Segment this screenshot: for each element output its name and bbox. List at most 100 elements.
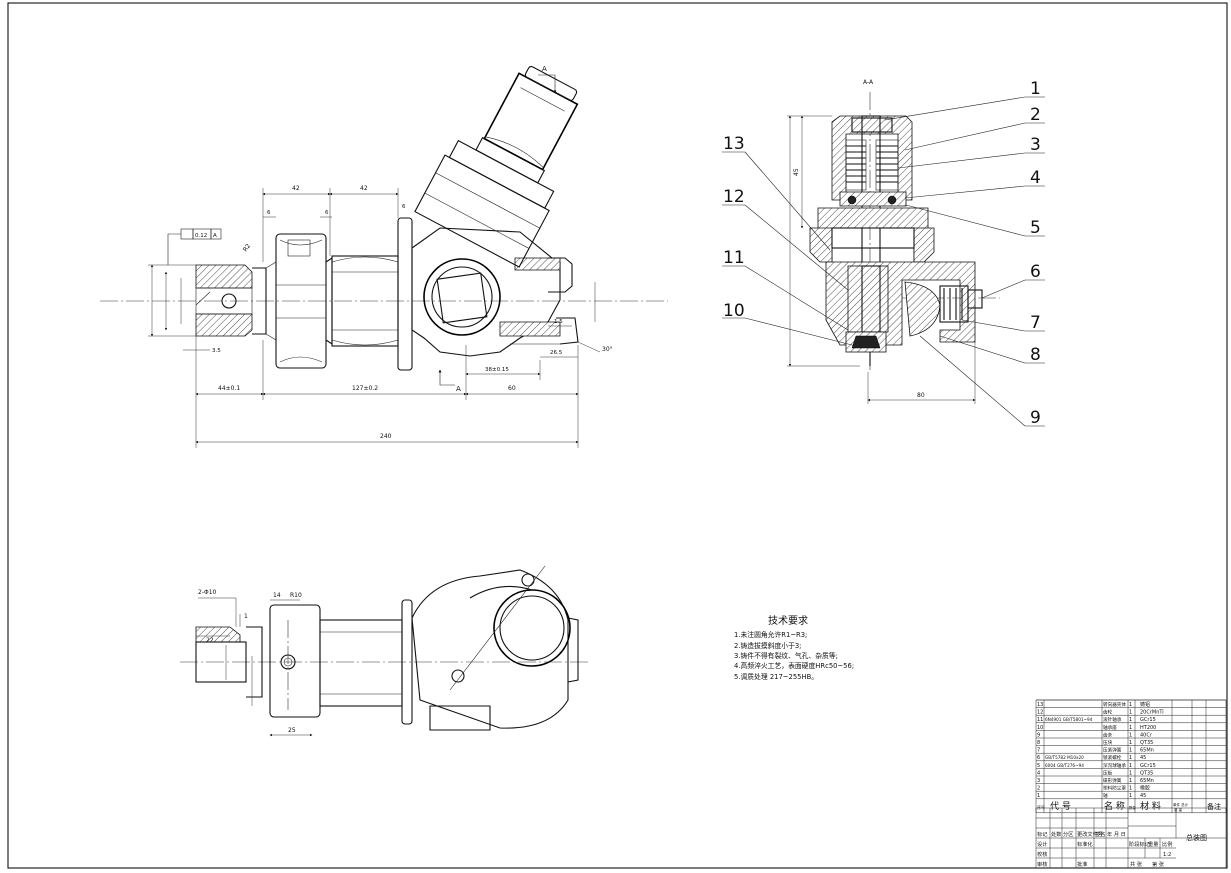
svg-text:阶段标记: 阶段标记 [1129, 840, 1150, 848]
svg-text:设计: 设计 [1037, 840, 1047, 848]
svg-text:6: 6 [1030, 262, 1041, 282]
svg-text:5.调质处理 217~255HB。: 5.调质处理 217~255HB。 [734, 672, 818, 681]
svg-text:审核: 审核 [1037, 860, 1047, 868]
svg-text:5: 5 [1030, 218, 1041, 238]
bom-header-qty: 数量 [1129, 805, 1136, 810]
svg-text:38±0.15: 38±0.15 [485, 367, 509, 373]
bom-row-code: 6004 GB/T276~94 [1045, 763, 1084, 768]
svg-text:7: 7 [1030, 313, 1041, 333]
bom-row-no: 13 [1037, 702, 1043, 708]
bom-row-material: 橡胶 [1140, 785, 1150, 792]
top-dim-r10: R10 [290, 592, 302, 599]
bom-row-qty: 1 [1129, 702, 1132, 708]
bom-row-code: GB/T5782 M10x20 [1045, 755, 1084, 760]
top-dim-22: 22 [206, 637, 214, 644]
bom-row-no: 1 [1037, 793, 1040, 799]
bom-row-name: 转向器壳体 [1103, 701, 1126, 708]
bom-header-remark: 备注 [1207, 802, 1221, 811]
bom-header-weight: 单件 总计 [1173, 802, 1189, 807]
bom-row-name: 滚针轴承 [1103, 716, 1122, 723]
svg-text:批准: 批准 [1077, 860, 1087, 868]
bom-row-material: 40Cr [1140, 732, 1153, 738]
svg-text:1.5: 1.5 [554, 319, 563, 325]
front-dims-left: 3.5 [148, 264, 221, 354]
svg-text:A: A [213, 233, 217, 239]
bom-row-material: 20CrMnTi [1140, 710, 1164, 716]
adjuster-spring [943, 288, 963, 320]
section-dim-45: 45 [793, 168, 800, 176]
svg-text:6: 6 [325, 210, 329, 216]
bom-row-qty: 1 [1129, 778, 1132, 784]
bom-row-name: 锁紧螺栓 [1103, 754, 1122, 761]
svg-text:4: 4 [1030, 168, 1041, 188]
bom-row-no: 9 [1037, 732, 1040, 738]
bom-row-no: 2 [1037, 786, 1040, 792]
svg-text:分区: 分区 [1063, 830, 1073, 838]
bom-row-no: 5 [1037, 763, 1040, 769]
sheet-border [7, 2, 1228, 869]
top-dim-1: 1 [244, 613, 248, 620]
bom-row-material: 45 [1140, 755, 1146, 761]
svg-text:127±0.2: 127±0.2 [352, 385, 378, 392]
svg-text:2.铸造拔摸斜度小于3;: 2.铸造拔摸斜度小于3; [734, 641, 801, 650]
bom-row-no: 3 [1037, 778, 1040, 784]
svg-text:年 月 日: 年 月 日 [1107, 830, 1126, 838]
bom-row-qty: 1 [1129, 710, 1132, 716]
section-dim-80: 80 [917, 392, 925, 399]
svg-text:3: 3 [1030, 135, 1041, 155]
svg-text:0.12: 0.12 [195, 233, 207, 239]
section-label-bottom: A [456, 385, 461, 393]
svg-text:6: 6 [267, 210, 271, 216]
svg-text:11: 11 [723, 248, 745, 268]
bom-header-name: 名 称 [1104, 800, 1125, 812]
svg-text:4.高频淬火工艺，表面硬度HRc50~56;: 4.高频淬火工艺，表面硬度HRc50~56; [734, 661, 854, 670]
bom-row-name: 碟形弹簧 [1103, 777, 1122, 784]
section-label-top: A [542, 65, 547, 73]
svg-text:签名: 签名 [1095, 830, 1105, 838]
bom-row-qty: 1 [1129, 732, 1132, 738]
bom-row-name: 压紧弹簧 [1103, 747, 1122, 754]
front-view: A A 0.12 A R2 42 42 6 6 6 [100, 65, 668, 448]
svg-text:标记: 标记 [1037, 830, 1047, 838]
bom-row-no: 6 [1037, 755, 1040, 761]
bom-row-code: 6N4901 GB/T5801~94 [1045, 717, 1093, 722]
top-dim-14: 14 [273, 592, 281, 599]
top-view: 2-Φ10 14 R10 25 22 1 [180, 565, 590, 737]
front-dims-bottom: 44±0.1 127±0.2 60 240 [195, 336, 579, 448]
bom-row-qty: 1 [1129, 717, 1132, 723]
drawing-name: 总装图 [1186, 833, 1207, 842]
svg-text:240: 240 [380, 433, 392, 440]
top-dim-2010: 2-Φ10 [198, 589, 217, 596]
bom-row-material: 65Mn [1140, 778, 1154, 784]
bom-row-qty: 1 [1129, 763, 1132, 769]
bom-row-no: 10 [1037, 725, 1043, 731]
svg-text:10: 10 [723, 301, 745, 321]
svg-text:12: 12 [723, 187, 745, 207]
bom-row-name: 齿轮 [1103, 709, 1113, 716]
svg-text:9: 9 [1030, 408, 1041, 428]
bom-row-qty: 1 [1129, 755, 1132, 761]
bom-row-no: 4 [1037, 770, 1040, 776]
bom-row-no: 7 [1037, 748, 1040, 754]
svg-text:3.5: 3.5 [212, 348, 221, 354]
technical-requirements: 技术要求 1.未注圆角允许R1~R3; 2.铸造拔摸斜度小于3; 3.铸件不得有… [734, 614, 854, 681]
bom-row-material: QT35 [1140, 740, 1153, 746]
front-dims-right: 1.5 26.5 30° 38±0.15 [465, 282, 613, 400]
svg-text:重量: 重量 [1148, 840, 1158, 848]
bom-row-material: GCr15 [1140, 763, 1156, 769]
svg-text:标准化: 标准化 [1077, 840, 1093, 848]
bom-header-code: 代 号 [1050, 801, 1071, 812]
svg-text:1.未注圆角允许R1~R3;: 1.未注圆角允许R1~R3; [734, 630, 807, 639]
svg-text:处数: 处数 [1051, 830, 1062, 838]
bom-row-no: 12 [1037, 710, 1043, 716]
bom-row-name: 深沟球轴承 [1103, 762, 1126, 769]
bom-row-no: 11 [1037, 717, 1043, 723]
bom-row-material: 65Mn [1140, 748, 1154, 754]
svg-text:1: 1 [1030, 79, 1041, 99]
bom-row-material: 铸铝 [1140, 701, 1150, 708]
bom-row-name: 压块 [1103, 739, 1113, 746]
bom-row-name: 轴承座 [1103, 724, 1117, 731]
svg-text:42: 42 [360, 185, 368, 192]
svg-text:44±0.1: 44±0.1 [218, 385, 240, 392]
